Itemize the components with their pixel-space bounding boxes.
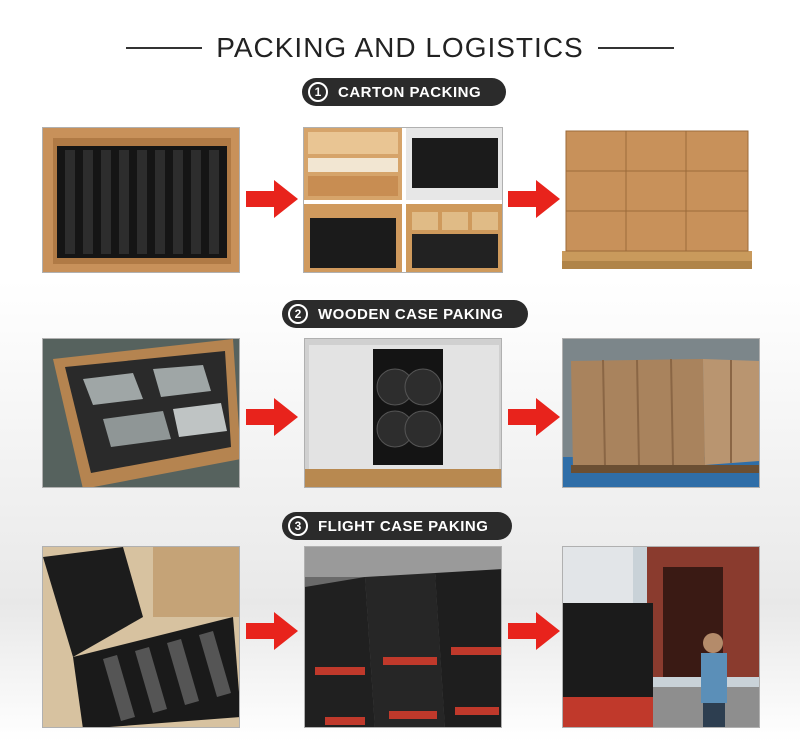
container-loading-photo	[562, 546, 760, 728]
arrow-right-icon	[508, 612, 560, 650]
carton-with-panels-photo	[42, 127, 240, 273]
section-3-number: 3	[288, 516, 308, 536]
section-1-label: CARTON PACKING	[338, 83, 482, 101]
open-flight-case-photo	[42, 546, 240, 728]
arrow-right-icon	[246, 180, 298, 218]
page-header: PACKING AND LOGISTICS	[0, 28, 800, 68]
section-1-number: 1	[308, 82, 328, 102]
carton-interior-photo-grid	[303, 127, 503, 273]
arrow-right-icon	[246, 612, 298, 650]
title-divider-right	[597, 47, 674, 49]
arrow-right-icon	[508, 398, 560, 436]
arrow-right-icon	[246, 398, 298, 436]
section-2-number: 2	[288, 304, 308, 324]
flight-cases-row-photo	[304, 546, 502, 728]
wooden-case-interior-photo	[304, 338, 502, 488]
section-3-pill: 3 FLIGHT CASE PAKING	[282, 512, 512, 540]
stacked-cartons-on-pallet-photo	[562, 127, 758, 273]
title-divider-left	[126, 47, 203, 49]
wooden-crates-photo	[562, 338, 760, 488]
section-2-label: WOODEN CASE PAKING	[318, 305, 504, 323]
wooden-case-panels-photo	[42, 338, 240, 488]
section-1-pill: 1 CARTON PACKING	[302, 78, 506, 106]
section-3-label: FLIGHT CASE PAKING	[318, 517, 489, 535]
page-title: PACKING AND LOGISTICS	[216, 32, 584, 63]
arrow-right-icon	[508, 180, 560, 218]
section-2-pill: 2 WOODEN CASE PAKING	[282, 300, 528, 328]
